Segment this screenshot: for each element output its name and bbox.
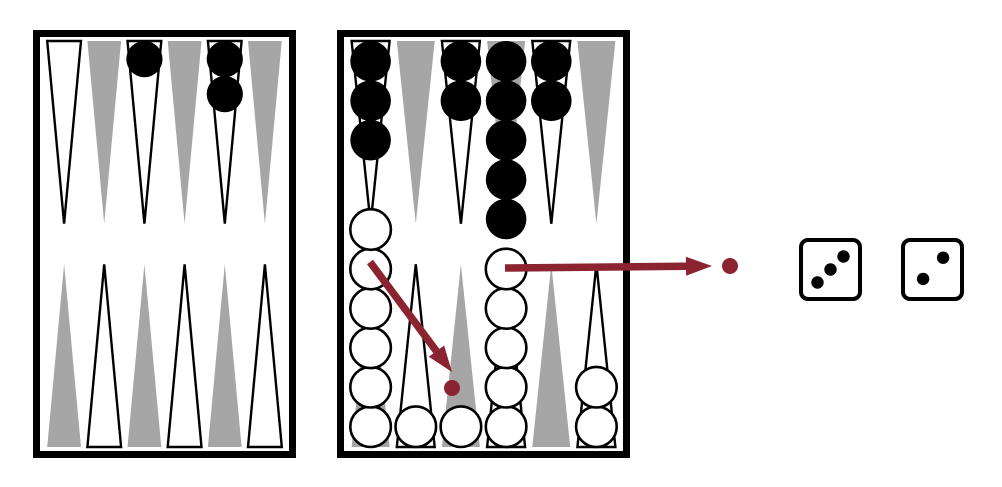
point-bottom-1[interactable] bbox=[47, 264, 81, 447]
bear-off-arrow bbox=[504, 256, 738, 276]
checker-black[interactable] bbox=[531, 41, 572, 82]
die-pip bbox=[811, 276, 824, 289]
checker-black[interactable] bbox=[485, 41, 527, 82]
checker-black[interactable] bbox=[485, 119, 527, 161]
die-pip bbox=[824, 263, 837, 276]
die-left[interactable] bbox=[799, 238, 862, 301]
arrow-shaft bbox=[504, 262, 687, 272]
checker-white[interactable] bbox=[484, 405, 528, 449]
checker-white[interactable] bbox=[484, 326, 528, 370]
checker-white[interactable] bbox=[574, 365, 619, 409]
point-top-1[interactable] bbox=[45, 39, 83, 224]
checker-white[interactable] bbox=[349, 405, 393, 449]
point-bottom-5[interactable] bbox=[207, 264, 242, 447]
point-bottom-6[interactable] bbox=[246, 264, 284, 449]
arrow-head bbox=[685, 256, 712, 276]
point-bottom-2[interactable] bbox=[86, 264, 123, 449]
point-top-2[interactable] bbox=[396, 41, 435, 224]
board-frame bbox=[33, 30, 296, 458]
checker-white[interactable] bbox=[349, 365, 393, 409]
checker-white[interactable] bbox=[574, 405, 619, 449]
arrow-target-dot bbox=[722, 258, 738, 274]
checker-black[interactable] bbox=[350, 119, 391, 161]
checker-white[interactable] bbox=[484, 365, 528, 409]
checker-white[interactable] bbox=[484, 286, 528, 331]
die-pip bbox=[936, 251, 950, 264]
point-top-6[interactable] bbox=[577, 41, 616, 224]
checker-white[interactable] bbox=[439, 405, 483, 449]
checker-black[interactable] bbox=[126, 41, 163, 78]
checker-black[interactable] bbox=[440, 41, 482, 82]
checker-black[interactable] bbox=[206, 41, 243, 78]
checker-black[interactable] bbox=[485, 80, 527, 122]
checker-black[interactable] bbox=[485, 198, 527, 240]
arrow-shaft bbox=[366, 259, 440, 354]
checker-black[interactable] bbox=[531, 80, 572, 122]
point-bottom-4[interactable] bbox=[166, 264, 203, 449]
point-bottom-5[interactable] bbox=[532, 264, 571, 447]
checker-black[interactable] bbox=[350, 80, 391, 122]
board-left-half bbox=[33, 30, 296, 458]
diagonal-move-arrow bbox=[366, 259, 460, 396]
board-right-half bbox=[337, 30, 630, 458]
die-pip bbox=[916, 272, 930, 286]
arrow-head bbox=[428, 345, 452, 372]
checker-white[interactable] bbox=[394, 405, 438, 449]
point-bottom-3[interactable] bbox=[127, 264, 162, 447]
point-top-4[interactable] bbox=[167, 41, 202, 224]
point-top-6[interactable] bbox=[248, 41, 282, 224]
checker-white[interactable] bbox=[349, 286, 393, 331]
checker-black[interactable] bbox=[440, 80, 482, 122]
die-pip bbox=[837, 250, 850, 263]
arrow-target-dot bbox=[444, 380, 460, 396]
checker-white[interactable] bbox=[349, 207, 393, 252]
checker-black[interactable] bbox=[350, 41, 391, 82]
point-bottom-3[interactable] bbox=[441, 264, 480, 447]
checker-white[interactable] bbox=[349, 326, 393, 370]
die-face[interactable] bbox=[901, 238, 964, 301]
checker-black[interactable] bbox=[485, 159, 527, 200]
checker-black[interactable] bbox=[206, 76, 243, 113]
point-top-2[interactable] bbox=[87, 41, 122, 224]
die-right[interactable] bbox=[901, 238, 964, 301]
